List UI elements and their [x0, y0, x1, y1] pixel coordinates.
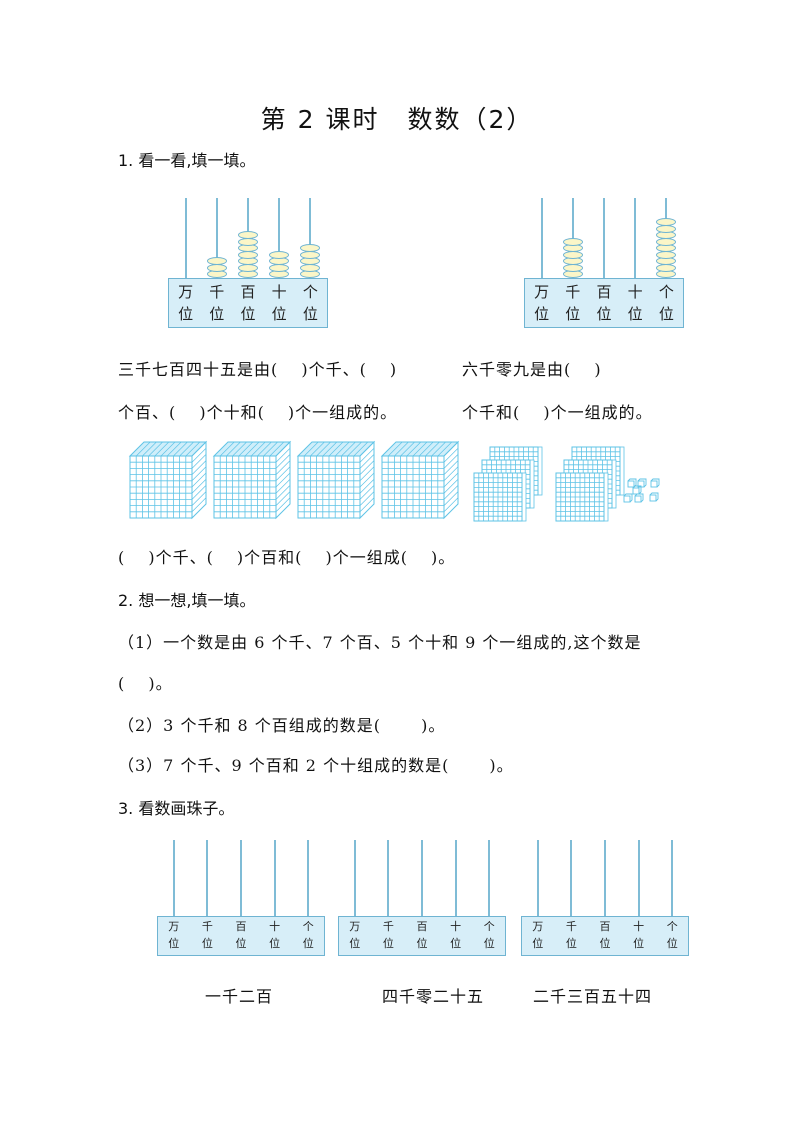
abacus-bead	[562, 237, 583, 246]
place-label: 万位	[349, 920, 361, 950]
q1-left-question-line2: 个百、( )个十和( )个一组成的。	[118, 403, 398, 422]
q1-blocks-question: ( )个千、( )个百和( )个一组成( )。	[118, 548, 456, 567]
abacus-rod	[184, 198, 187, 278]
place-label: 十位	[269, 920, 281, 950]
place-label: 百位	[599, 920, 611, 950]
abacus-rod	[604, 840, 606, 916]
place-label: 千位	[209, 283, 225, 323]
abacus-rod	[206, 840, 209, 916]
place-label: 百位	[416, 920, 428, 950]
place-label: 十位	[633, 920, 645, 950]
abacus-bead	[300, 244, 321, 252]
lesson-topic: 数数（2）	[407, 105, 534, 134]
page-title: 第 2 课时数数（2）	[0, 100, 794, 136]
place-label: 个位	[302, 283, 318, 323]
place-label: 个位	[483, 920, 495, 950]
abacus-rod	[353, 840, 356, 916]
q2-item2: （2）3 个千和 8 个百组成的数是( )。	[118, 716, 446, 735]
q3-number-3: 二千三百五十四	[533, 987, 653, 1006]
place-label: 百位	[235, 920, 247, 950]
q3-number-2: 四千零二十五	[382, 987, 485, 1006]
place-label: 千位	[201, 920, 213, 950]
place-label: 万位	[534, 283, 550, 323]
abacus-bead	[269, 250, 290, 259]
place-label: 千位	[565, 283, 581, 323]
abacus-rod	[634, 198, 637, 278]
place-label: 千位	[565, 920, 577, 950]
abacus-rod	[454, 840, 457, 916]
q1-heading: 1. 看一看,填一填。	[118, 151, 256, 170]
abacus-rod	[240, 840, 242, 916]
abacus-rod	[172, 840, 175, 916]
abacus-rod	[536, 840, 539, 916]
place-label: 万位	[532, 920, 544, 950]
abacus-rod	[307, 840, 310, 916]
lesson-number: 第 2 课时	[260, 105, 380, 134]
abacus-place-value-base	[168, 278, 328, 328]
q2-item3: （3）7 个千、9 个百和 2 个十组成的数是( )。	[118, 756, 514, 775]
abacus-place-value-base	[338, 916, 506, 956]
abacus-rod	[603, 198, 605, 278]
q1-left-question-line1: 三千七百四十五是由( )个千、( )	[118, 360, 398, 379]
place-label: 个位	[666, 920, 678, 950]
abacus-bead	[206, 257, 227, 265]
q3-number-1: 一千二百	[205, 987, 274, 1006]
blank-abacus-3[interactable]: 万位千位百位十位个位	[521, 840, 689, 956]
abacus-rod	[278, 198, 281, 278]
abacus-rod	[540, 198, 543, 278]
q3-heading: 3. 看数画珠子。	[118, 799, 235, 818]
q1-right-question-line1: 六千零九是由( )	[462, 360, 602, 379]
place-label: 万位	[168, 920, 180, 950]
abacus-place-value-base	[521, 916, 689, 956]
blank-abacus-2[interactable]: 万位千位百位十位个位	[338, 840, 506, 956]
q1-right-question-line2: 个千和( )个一组成的。	[462, 403, 653, 422]
abacus-rod	[570, 840, 573, 916]
abacus-rod	[387, 840, 390, 916]
abacus-left: 万位千位百位十位个位	[168, 198, 328, 328]
place-label: 千位	[382, 920, 394, 950]
place-label: 十位	[271, 283, 287, 323]
abacus-rod	[671, 840, 674, 916]
q2-item1-line1: （1）一个数是由 6 个千、7 个百、5 个十和 9 个一组成的,这个数是	[118, 633, 642, 652]
abacus-rod	[421, 840, 423, 916]
abacus-rod	[273, 840, 276, 916]
abacus-bead	[656, 218, 677, 226]
abacus-right: 万位千位百位十位个位	[524, 198, 684, 328]
abacus-rod	[637, 840, 640, 916]
place-label: 个位	[658, 283, 674, 323]
place-label: 万位	[178, 283, 194, 323]
abacus-place-value-base	[524, 278, 684, 328]
place-label: 个位	[302, 920, 314, 950]
abacus-bead	[238, 231, 258, 239]
place-label: 百位	[240, 283, 256, 323]
blank-abacus-1[interactable]: 万位千位百位十位个位	[157, 840, 325, 956]
q2-heading: 2. 想一想,填一填。	[118, 591, 256, 610]
abacus-rod	[215, 198, 218, 278]
place-label: 十位	[627, 283, 643, 323]
place-label: 百位	[596, 283, 612, 323]
base-ten-blocks	[128, 438, 688, 523]
abacus-place-value-base	[157, 916, 325, 956]
abacus-rod	[488, 840, 491, 916]
q2-item1-line2: ( )。	[118, 674, 173, 693]
abacus-rod	[309, 198, 312, 278]
place-label: 十位	[450, 920, 462, 950]
